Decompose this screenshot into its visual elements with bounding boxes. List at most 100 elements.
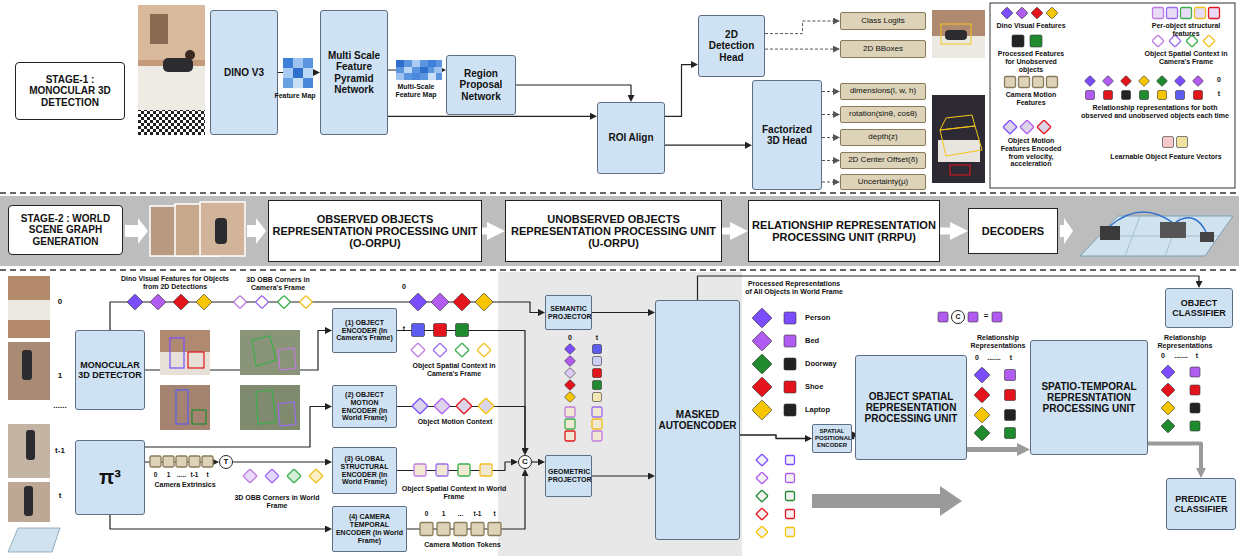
- annotation-label: t: [203, 471, 213, 478]
- text-wrap: Class Logits: [842, 17, 924, 26]
- node-text: Multi Scale Feature Pyramid Network: [323, 50, 385, 95]
- feature-square: [592, 419, 602, 429]
- video-frame-strip: [24, 486, 33, 516]
- obb-frames: [240, 385, 300, 430]
- text-wrap: ROI Align: [600, 132, 662, 143]
- module-box: MASKED AUTOENCODER: [655, 300, 740, 540]
- multi-scale-feature-map: [412, 73, 420, 80]
- scene-graph-render: [1125, 216, 1140, 256]
- scene-graph-render: [1160, 222, 1186, 238]
- feature-diamond: [431, 293, 449, 311]
- scene-graph-render: [1100, 226, 1120, 240]
- obb-frames: [278, 348, 296, 370]
- connector-arrow: [765, 49, 836, 50]
- module-box: OBJECT SPATIAL REPRESENTATION PROCESSING…: [855, 355, 967, 460]
- connector-arrow: [110, 302, 541, 330]
- output-box: depth(z): [840, 129, 926, 146]
- feature-square: [1177, 137, 1188, 148]
- feature-diamond: [564, 355, 575, 366]
- stage2-frames: [215, 218, 227, 244]
- section-divider: [0, 192, 1239, 194]
- legend-text: Object Spatial Context in Camera's Frame: [1140, 50, 1232, 66]
- 3d-detection-render: [940, 115, 975, 130]
- connector-arrow: [532, 461, 541, 462]
- annotation-label: .......: [1170, 352, 1192, 360]
- feature-diamond: [752, 331, 772, 351]
- feature-diamond: [478, 398, 494, 414]
- annotation-label: t-1: [188, 471, 202, 478]
- output-box: rotation(sinθ, cosθ): [840, 106, 926, 123]
- feature-square: [992, 312, 1002, 322]
- node-text: Factorized 3D Head: [755, 124, 819, 146]
- connector-arrow: [407, 473, 525, 529]
- feature-diamond: [1138, 75, 1149, 86]
- obb-frames: [252, 336, 276, 366]
- feature-diamond: [1174, 75, 1185, 86]
- annotation-label: Multi-Scale Feature Map: [388, 83, 444, 99]
- annotation-label: 0: [972, 354, 982, 362]
- feature-diamond: [1161, 383, 1175, 397]
- node-text: SEMANTIC PROJECTOR: [548, 305, 589, 321]
- feature-square: [1033, 77, 1044, 88]
- node-text: 2D Detection Head: [701, 29, 762, 63]
- feature-square: [1194, 91, 1203, 100]
- text-wrap: Uncertainty(μ): [842, 178, 924, 187]
- feature-diamond: [974, 407, 990, 423]
- video-frame-strip: [22, 350, 32, 380]
- annotation-label: .....: [173, 471, 191, 478]
- annotation-label: t: [52, 492, 68, 501]
- grey-panel: [498, 272, 742, 556]
- feature-square: [592, 407, 602, 417]
- module-box: OBJECT CLASSIFIER: [1165, 288, 1233, 328]
- module-box: DINO V3: [210, 10, 278, 135]
- detection-frames: [160, 330, 210, 375]
- annotation-label: Relationship Representations: [1150, 334, 1220, 350]
- feature-square: [1104, 91, 1113, 100]
- feature-square: [420, 523, 433, 536]
- annotation-label: Bed: [805, 337, 847, 345]
- annotation-label: 0: [1158, 352, 1168, 360]
- feature-diamond: [1001, 7, 1013, 19]
- feature-square: [1163, 137, 1174, 148]
- 3d-detection-render: [940, 126, 982, 156]
- connector-arrow: [388, 116, 593, 117]
- feature-square: [1005, 390, 1016, 401]
- node-text: STAGE-1 : MONOCULAR 3D DETECTION: [18, 74, 122, 108]
- multi-scale-feature-map: [396, 60, 442, 80]
- connector-arrow: [765, 21, 836, 34]
- band-arrow: [1060, 218, 1073, 244]
- text-wrap: PREDICATE CLASSIFIER: [1169, 494, 1233, 514]
- feature-diamond: [1020, 120, 1034, 134]
- node-text: dimensions(l, w, h): [842, 87, 924, 96]
- stage2-frames: [150, 202, 245, 256]
- node-text: Class Logits: [842, 17, 924, 26]
- feature-diamond: [1120, 75, 1131, 86]
- connector-arrow: [698, 276, 1200, 300]
- obb-frames: [240, 330, 300, 430]
- annotation-label: 3D OBB Corners in Camera's Frame: [232, 276, 324, 292]
- text-wrap: (4) CAMERA TEMPORAL ENCODER (In World Fr…: [335, 513, 404, 544]
- detection-frames: [188, 352, 204, 368]
- feature-square: [1209, 8, 1220, 19]
- detection-frames: [170, 338, 184, 368]
- feature-square: [1086, 91, 1095, 100]
- text-wrap: DINO V3: [213, 67, 275, 78]
- input-photo: [138, 110, 205, 135]
- feature-diamond: [756, 526, 768, 538]
- annotation-label: t: [1192, 352, 1202, 360]
- feature-square: [786, 474, 795, 483]
- module-box: MONOCULAR 3D DETECTOR: [75, 330, 145, 410]
- feature-square: [592, 431, 602, 441]
- feature-square: [1122, 91, 1131, 100]
- feature-diamond: [756, 508, 768, 520]
- feature-square: [480, 464, 492, 476]
- text-wrap: MASKED AUTOENCODER: [658, 409, 737, 431]
- output-box: 2D BBoxes: [840, 40, 926, 58]
- module-box: Multi Scale Feature Pyramid Network: [320, 10, 388, 135]
- annotation-label: .......: [983, 354, 1005, 362]
- feature-square: [786, 492, 795, 501]
- connector-arrow: [665, 145, 748, 146]
- text-wrap: Factorized 3D Head: [755, 124, 819, 146]
- feature-diamond: [1046, 7, 1058, 19]
- feature-diamond: [255, 295, 268, 308]
